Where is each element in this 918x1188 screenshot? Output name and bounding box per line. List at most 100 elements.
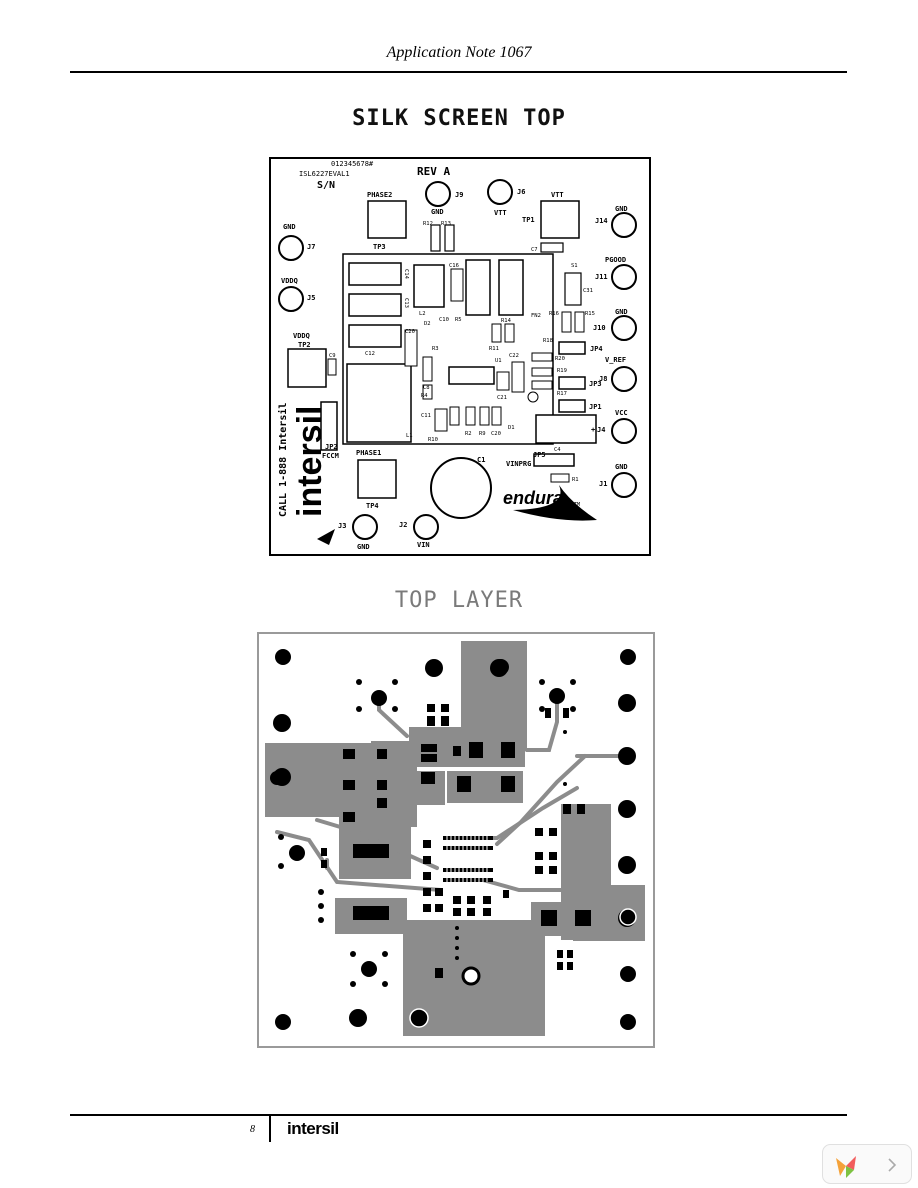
silk-rev: REV A [417, 165, 450, 178]
pad-large [273, 714, 291, 732]
label-c16: C16 [449, 263, 459, 269]
smd-pad [421, 754, 437, 762]
resistor-r11 [491, 323, 502, 343]
pad-large [275, 1014, 291, 1030]
capacitor-c31 [564, 272, 582, 306]
smd-pad [441, 716, 449, 726]
smd-pad [535, 866, 543, 874]
via [455, 956, 459, 960]
smd-pad [457, 776, 471, 792]
connector-j4 [611, 418, 637, 444]
smd-pad [549, 828, 557, 836]
via [356, 679, 362, 685]
label-gnd-j10: GND [615, 308, 628, 316]
ic-u1 [448, 366, 495, 385]
pad-large [349, 1009, 367, 1027]
label-r4: R4 [421, 393, 428, 399]
silk-sn: S/N [317, 180, 335, 191]
capacitor-c4 [535, 414, 597, 444]
pad-large [371, 690, 387, 706]
trace-6 [495, 754, 587, 846]
smd-pad [483, 908, 491, 916]
label-fccm: FCCM [322, 452, 339, 460]
resistor-r16 [561, 311, 572, 333]
via [392, 679, 398, 685]
label-c4: C4 [554, 447, 561, 453]
label-jp5: JP5 [533, 451, 546, 459]
pad-large [289, 845, 305, 861]
smd-pad [535, 828, 543, 836]
smd-pad [557, 962, 563, 970]
viewer-app-icon[interactable] [836, 1156, 856, 1178]
smd-pad [435, 888, 443, 896]
next-page-icon[interactable] [888, 1158, 897, 1172]
via [455, 936, 459, 940]
smd-pad [321, 860, 327, 868]
viewer-controls[interactable] [822, 1144, 912, 1184]
via [539, 706, 545, 712]
label-c9: C9 [329, 353, 336, 359]
capacitor-c14 [348, 262, 402, 286]
testpoint-tp3 [367, 200, 407, 239]
label-gnd-j1: GND [615, 463, 628, 471]
fet-q1 [465, 259, 491, 316]
connector-j3 [352, 514, 378, 540]
via [563, 782, 567, 786]
ic-pin-row [443, 878, 493, 882]
smd-pad [435, 904, 443, 912]
jumper-jp1 [558, 399, 586, 413]
via [455, 926, 459, 930]
label-c7: C7 [531, 247, 538, 253]
label-jp3: JP3 [589, 380, 602, 388]
testpoint-tp1 [540, 200, 580, 239]
footer-logo: intersil [287, 1119, 339, 1138]
pad-large [425, 659, 443, 677]
label-c8: C8 [423, 385, 430, 391]
top-layer-board [257, 632, 655, 1048]
smd-pad [501, 776, 515, 792]
label-c13: C13 [403, 298, 409, 308]
ic-pin-separators [446, 836, 488, 882]
mark-fn2 [527, 391, 539, 403]
label-tp4: TP4 [366, 502, 379, 510]
connector-j6 [487, 179, 513, 205]
smd-pad [423, 856, 431, 864]
pad-ring [619, 908, 637, 926]
capacitor-c7 [540, 242, 564, 253]
label-gnd-j14: GND [615, 205, 628, 213]
label-jp1: JP1 [589, 403, 602, 411]
smd-pad [501, 742, 515, 758]
label-c20b: C20 [491, 431, 501, 437]
smd-pad [563, 804, 571, 814]
ic-pin-row [443, 836, 493, 840]
resistor-r4 [422, 384, 433, 400]
silk-logo-swoosh [317, 529, 335, 545]
smd-pad [423, 872, 431, 880]
smd-pad [549, 866, 557, 874]
capacitor-c11 [434, 408, 448, 432]
resistor-r17 [531, 380, 553, 390]
smd-pad [427, 716, 435, 726]
trace-8 [481, 878, 569, 892]
testpoint-tp2 [287, 348, 327, 388]
label-d1: D1 [508, 425, 515, 431]
pad-large [618, 747, 636, 765]
resistor-r2 [465, 406, 476, 426]
smd-pad [575, 910, 591, 926]
label-j3: J3 [338, 522, 346, 530]
smd-pad [567, 962, 573, 970]
via [570, 706, 576, 712]
connector-j7 [278, 235, 304, 261]
label-vtt: VTT [494, 209, 507, 217]
capacitor-c16 [450, 268, 464, 302]
label-fn2: FN2 [531, 313, 541, 319]
jumper-jp3 [558, 376, 586, 390]
label-r15: R15 [585, 311, 595, 317]
silk-top-code: 012345678# [331, 160, 374, 168]
resistor-r9 [479, 406, 490, 426]
label-j5: J5 [307, 294, 315, 302]
jumper-jp2 [320, 401, 338, 451]
connector-j8 [611, 366, 637, 392]
label-gnd-j3: GND [357, 543, 370, 551]
silk-eval-name: ISL6227EVAL1 [299, 170, 350, 178]
